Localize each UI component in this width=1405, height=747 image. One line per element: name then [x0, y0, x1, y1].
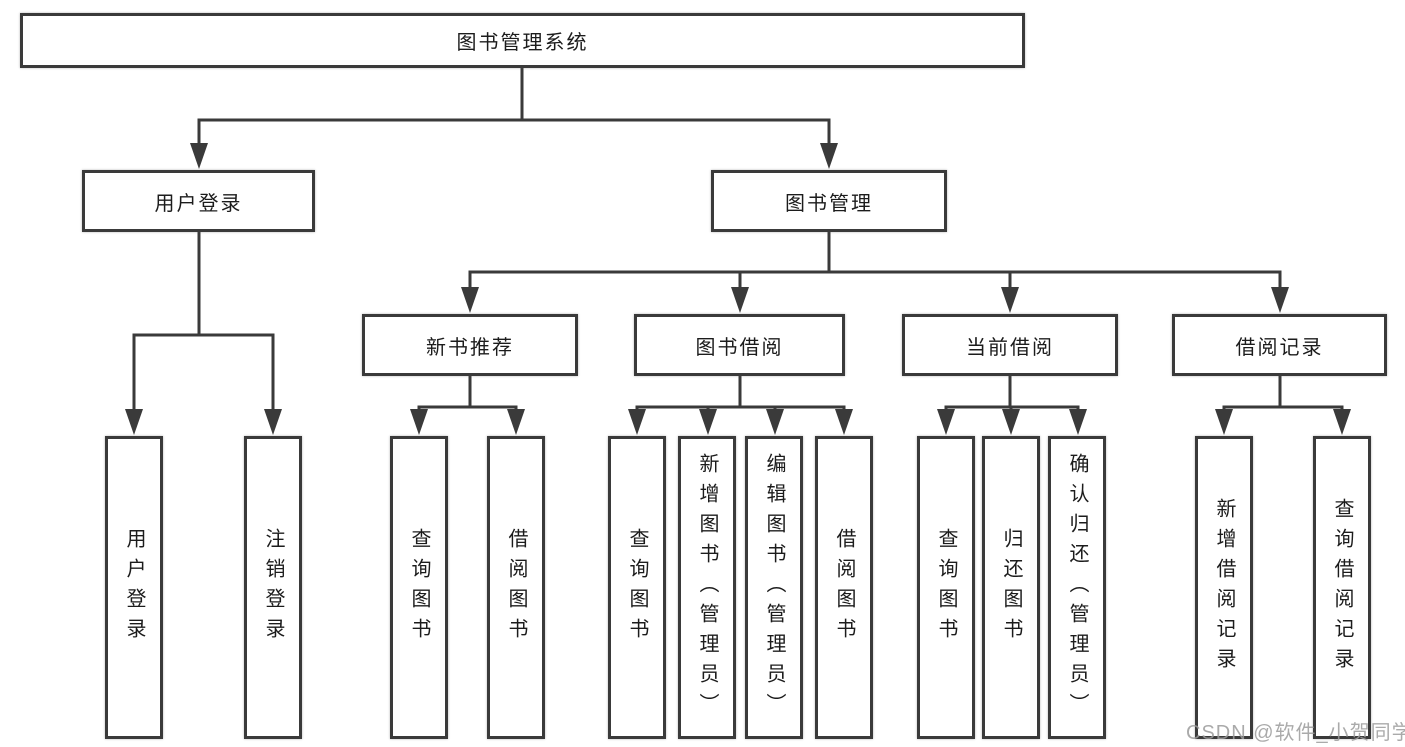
leaf-user-login: 用户登录: [105, 436, 163, 739]
node-current-borrowing: 当前借阅: [902, 314, 1118, 376]
leaf-confirm-return-admin: 确认归还（管理员）: [1048, 436, 1106, 739]
leaf-label: 查询图书: [626, 527, 648, 648]
node-user-login: 用户登录: [82, 170, 315, 232]
node-borrowing-records: 借阅记录: [1172, 314, 1387, 376]
node-book-borrowing: 图书借阅: [634, 314, 845, 376]
node-label: 新书推荐: [426, 336, 514, 359]
leaf-label: 借阅图书: [833, 527, 855, 648]
leaf-label: 查询借阅记录: [1331, 497, 1353, 678]
leaf-query-borrow-record: 查询借阅记录: [1313, 436, 1371, 739]
leaf-add-borrow-record: 新增借阅记录: [1195, 436, 1253, 739]
node-label: 借阅记录: [1235, 336, 1324, 359]
node-label: 用户登录: [154, 192, 243, 215]
leaf-borrow-books-recommend: 借阅图书: [487, 436, 545, 739]
node-label: 图书管理: [785, 192, 873, 215]
leaf-label: 用户登录: [123, 527, 145, 648]
node-label: 图书管理系统: [456, 32, 589, 54]
arrowheads: [125, 143, 1351, 435]
leaf-label: 新增图书（管理员）: [696, 452, 718, 723]
leaf-logout: 注销登录: [244, 436, 302, 739]
node-library-management-system: 图书管理系统: [20, 13, 1025, 68]
leaf-label: 借阅图书: [505, 527, 527, 648]
leaf-label: 归还图书: [1000, 527, 1022, 648]
leaf-label: 查询图书: [408, 527, 430, 648]
leaf-label: 查询图书: [935, 527, 957, 648]
node-label: 当前借阅: [966, 336, 1054, 359]
leaf-add-book-admin: 新增图书（管理员）: [678, 436, 736, 739]
leaf-label: 编辑图书（管理员）: [763, 452, 785, 723]
node-label: 图书借阅: [695, 336, 784, 359]
leaf-label: 新增借阅记录: [1213, 497, 1235, 678]
watermark: CSDN @软件_小贺同学: [1186, 722, 1405, 744]
leaf-return-book: 归还图书: [982, 436, 1040, 739]
leaf-label: 注销登录: [262, 527, 284, 648]
leaf-borrow-books: 借阅图书: [815, 436, 873, 739]
leaf-edit-book-admin: 编辑图书（管理员）: [745, 436, 803, 739]
leaf-query-books-recommend: 查询图书: [390, 436, 448, 739]
leaf-label: 确认归还（管理员）: [1066, 452, 1088, 723]
node-book-management: 图书管理: [711, 170, 947, 232]
leaf-query-books-current: 查询图书: [917, 436, 975, 739]
leaf-query-books-borrowing: 查询图书: [608, 436, 666, 739]
node-new-book-recommend: 新书推荐: [362, 314, 578, 376]
